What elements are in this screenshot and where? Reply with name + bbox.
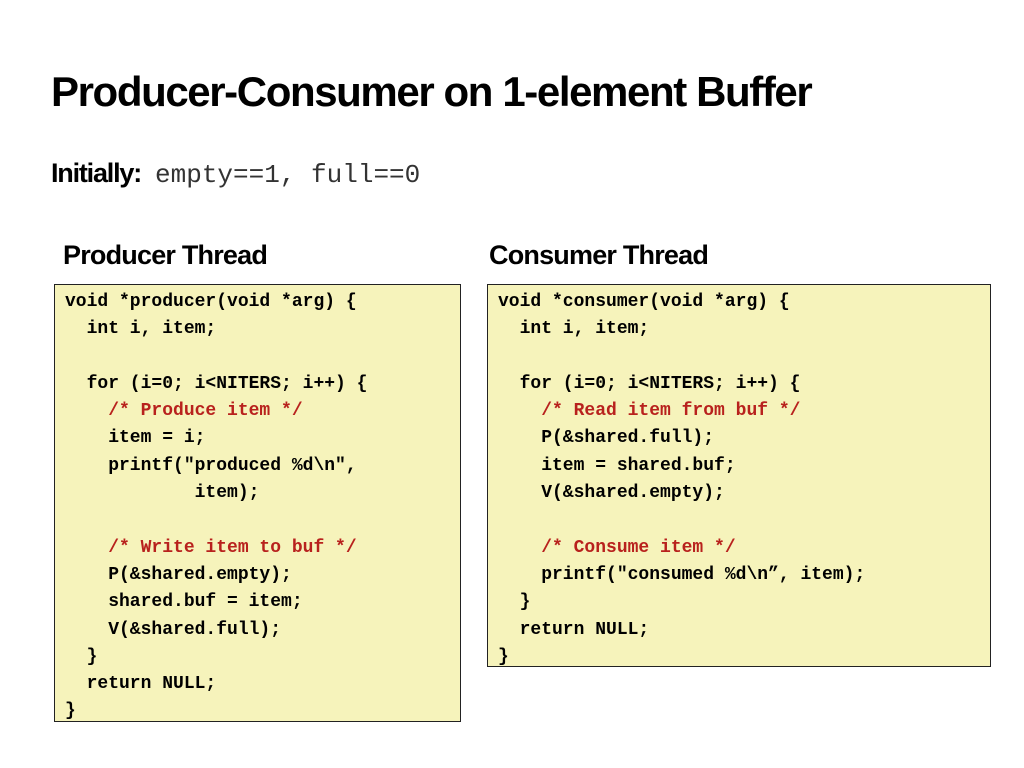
code-line: for (i=0; i<NITERS; i++) { [65,373,368,394]
code-line: int i, item; [498,319,650,340]
consumer-code-box: void *consumer(void *arg) { int i, item;… [487,284,991,667]
code-line: V(&shared.full); [65,619,282,640]
code-line: } [65,646,98,667]
code-line: P(&shared.full); [498,428,715,449]
code-line: } [498,646,509,667]
code-comment: /* Consume item */ [498,537,736,558]
code-line [498,344,990,371]
code-line: item = i; [65,428,206,449]
code-line: P(&shared.empty); [65,564,292,585]
code-comment: /* Write item to buf */ [65,537,357,558]
code-line: printf("consumed %d\n”, item); [498,564,866,585]
code-line: shared.buf = item; [65,592,303,613]
code-line: for (i=0; i<NITERS; i++) { [498,373,801,394]
code-comment: /* Produce item */ [65,401,303,422]
code-line: return NULL; [498,619,650,640]
code-comment: /* Read item from buf */ [498,401,801,422]
producer-code-box: void *producer(void *arg) { int i, item;… [54,284,461,722]
consumer-thread-heading: Consumer Thread [489,240,709,270]
code-line: item); [65,483,260,504]
code-line: item = shared.buf; [498,455,736,476]
code-line [498,507,990,534]
code-line: printf("produced %d\n", [65,455,357,476]
code-line: V(&shared.empty); [498,483,725,504]
slide-title: Producer-Consumer on 1-element Buffer [51,68,813,115]
code-line: int i, item; [65,319,217,340]
code-line: void *producer(void *arg) { [65,292,357,312]
code-line: } [65,701,76,722]
initial-conditions: Initially: empty==1, full==0 [51,158,420,190]
initially-label: Initially: [51,158,142,188]
producer-thread-heading: Producer Thread [63,240,268,270]
code-line [65,507,460,534]
code-line: } [498,592,531,613]
initial-values-code: empty==1, full==0 [155,160,421,190]
code-line: void *consumer(void *arg) { [498,292,790,312]
code-line [65,344,460,371]
code-line: return NULL; [65,674,217,695]
